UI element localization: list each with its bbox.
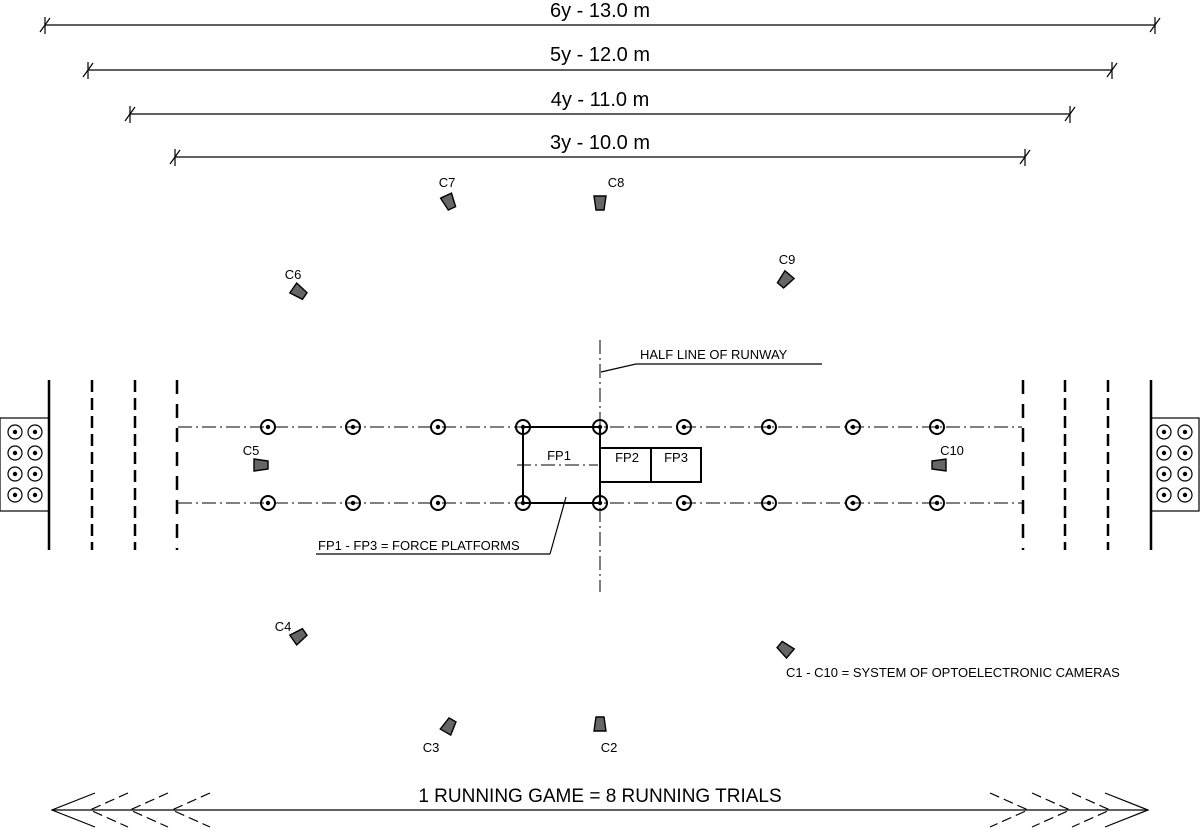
camera-label: C9 — [779, 252, 796, 267]
half-line-label: HALF LINE OF RUNWAY — [640, 347, 788, 362]
marker — [761, 419, 777, 435]
sensor — [1177, 445, 1193, 461]
force-platforms-label: FP1 - FP3 = FORCE PLATFORMS — [318, 538, 520, 553]
right-finish-lines — [1021, 380, 1153, 550]
sensor — [27, 424, 43, 440]
sensor — [1156, 445, 1172, 461]
platform-label: FP3 — [664, 450, 688, 465]
dimension-label: 6y - 13.0 m — [550, 0, 650, 22]
dimension-5y: 5y - 12.0 m — [82, 44, 1118, 79]
camera-label: C6 — [285, 267, 302, 282]
dimension-4y: 4y - 11.0 m — [124, 89, 1076, 123]
camera-c7: C7 — [439, 175, 457, 211]
force-platform-fp1: FP1 — [522, 426, 601, 504]
camera-c1: C1 — [776, 640, 796, 660]
camera-c5: C5 — [243, 443, 269, 472]
sensor — [1156, 424, 1172, 440]
marker — [761, 495, 777, 511]
sensor — [1156, 466, 1172, 482]
camera-label: C3 — [423, 740, 440, 755]
force-platforms-callout: FP1 - FP3 = FORCE PLATFORMS — [316, 496, 567, 555]
camera-c9: C9 — [776, 252, 795, 289]
camera-c8: C8 — [593, 175, 625, 211]
marker — [676, 419, 692, 435]
marker — [845, 419, 861, 435]
marker — [929, 419, 945, 435]
camera-label: C7 — [439, 175, 456, 190]
markers-bottom-row — [260, 495, 945, 511]
sensor — [1156, 487, 1172, 503]
sensor — [7, 466, 23, 482]
camera-c6: C6 — [285, 267, 308, 301]
sensor — [7, 487, 23, 503]
sensor — [7, 445, 23, 461]
camera-label: C10 — [940, 443, 964, 458]
marker — [260, 495, 276, 511]
sensor — [27, 466, 43, 482]
force-platform-fp2: FP2 — [599, 447, 652, 483]
camera-c3: C3 — [423, 717, 457, 755]
force-platform-fp3: FP3 — [650, 447, 702, 483]
dimension-label: 4y - 11.0 m — [551, 89, 650, 111]
sensor — [27, 445, 43, 461]
camera-c10: C10 — [931, 443, 964, 472]
camera-label: C5 — [243, 443, 260, 458]
marker — [260, 419, 276, 435]
camera-label: C2 — [601, 740, 618, 755]
running-game-label: 1 RUNNING GAME = 8 RUNNING TRIALS — [418, 786, 781, 807]
marker — [845, 495, 861, 511]
markers-top-row — [260, 419, 945, 435]
platform-label: FP1 — [547, 448, 571, 463]
timing-gate-right — [1150, 417, 1200, 512]
sensor — [1177, 466, 1193, 482]
sensor — [7, 424, 23, 440]
camera-label: C4 — [275, 619, 292, 634]
platform-label: FP2 — [615, 450, 639, 465]
sensor — [1177, 424, 1193, 440]
camera-c4: C4 — [275, 619, 308, 646]
marker — [676, 495, 692, 511]
half-line-of-runway: HALF LINE OF RUNWAY — [599, 340, 822, 592]
sensor — [1177, 487, 1193, 503]
marker — [929, 495, 945, 511]
dimension-3y: 3y - 10.0 m — [169, 132, 1031, 166]
marker — [430, 495, 446, 511]
marker — [345, 419, 361, 435]
left-start-lines — [47, 380, 179, 550]
marker — [430, 419, 446, 435]
dimension-6y: 6y - 13.0 m — [39, 0, 1161, 34]
running-game-arrow: 1 RUNNING GAME = 8 RUNNING TRIALS — [50, 786, 1150, 828]
dimension-label: 5y - 12.0 m — [550, 44, 650, 66]
sensor — [27, 487, 43, 503]
marker — [345, 495, 361, 511]
timing-gate-left — [0, 417, 50, 512]
cameras-note: C1 - C10 = SYSTEM OF OPTOELECTRONIC CAME… — [786, 665, 1120, 680]
camera-label: C8 — [608, 175, 625, 190]
camera-c2: C2 — [593, 716, 618, 755]
dimension-label: 3y - 10.0 m — [550, 132, 650, 154]
